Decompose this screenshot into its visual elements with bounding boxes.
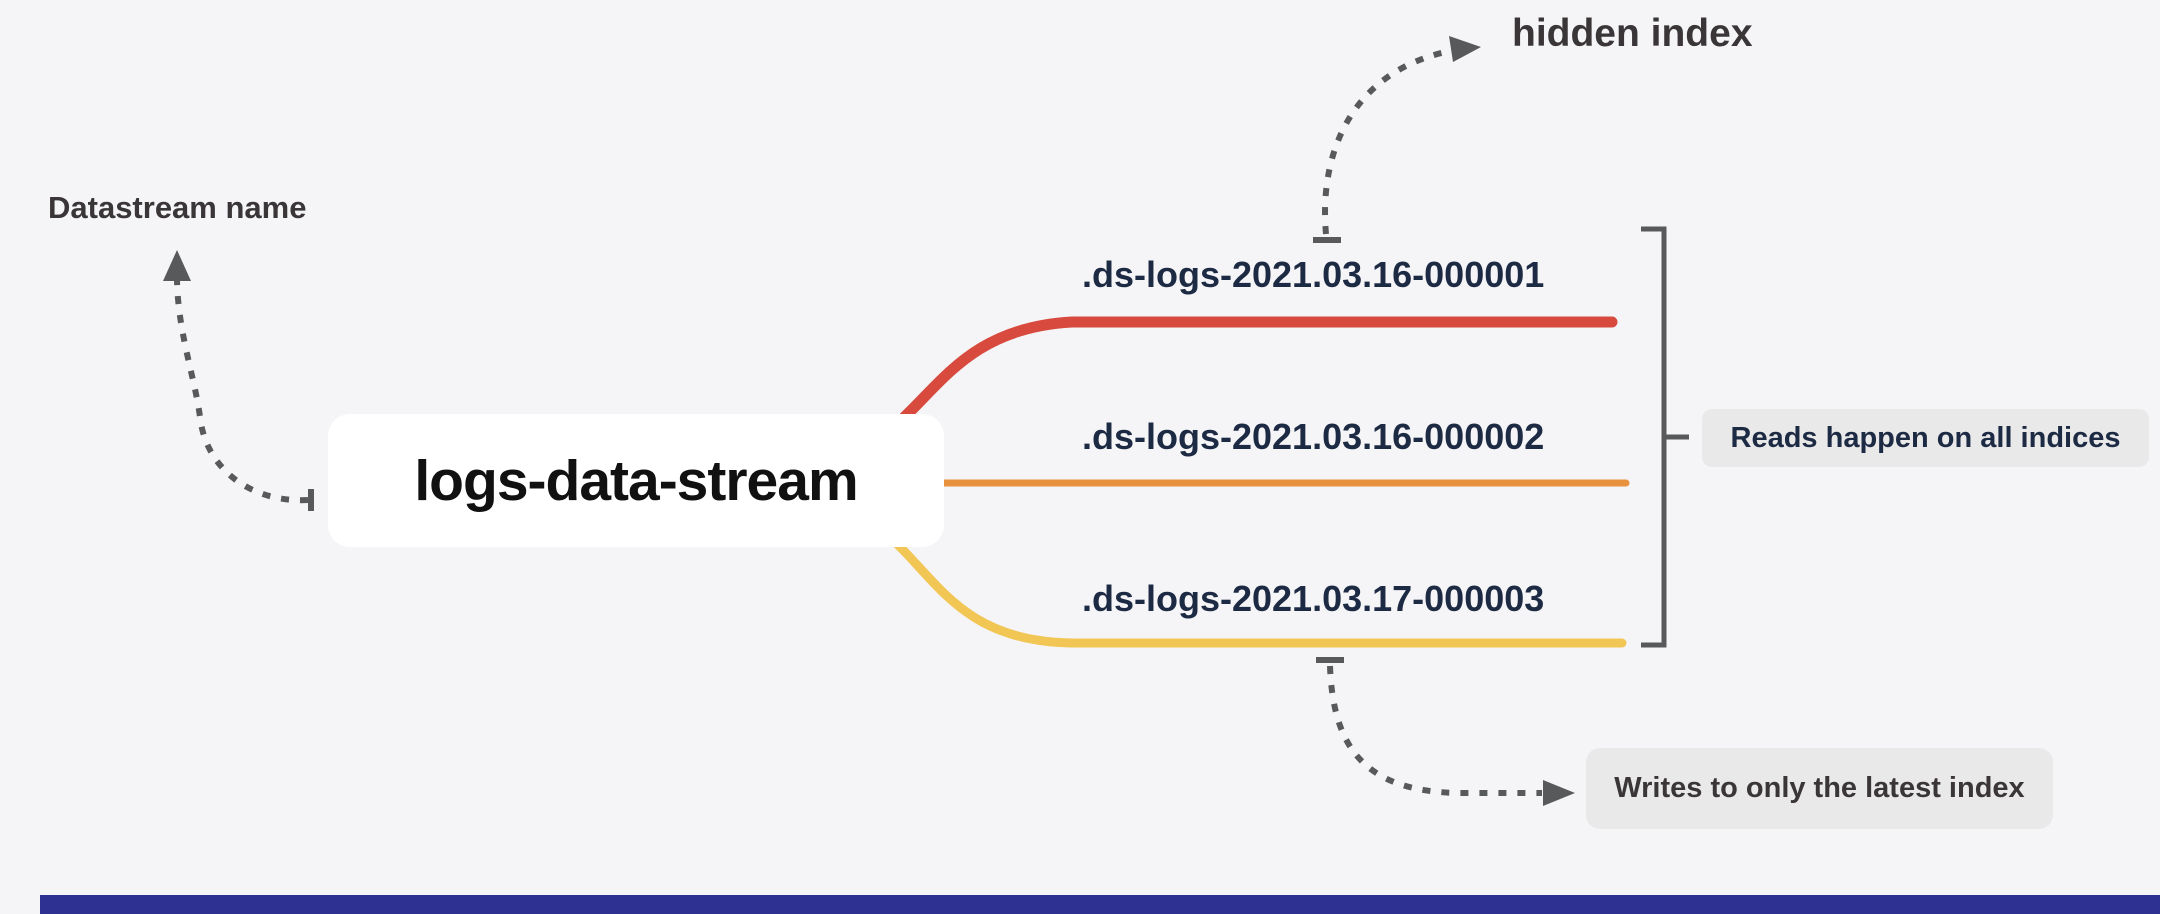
indices-bracket — [1641, 226, 1689, 648]
bottom-progress-bar — [40, 895, 2160, 914]
root-node-label: logs-data-stream — [414, 448, 858, 513]
datastream-name-arrow — [163, 250, 314, 511]
index-label-2: .ds-logs-2021.03.16-000002 — [1082, 416, 1545, 457]
index-label-3: .ds-logs-2021.03.17-000003 — [1082, 578, 1545, 619]
reads-note-label: Reads happen on all indices — [1730, 421, 2121, 454]
hidden-index-arrow — [1313, 36, 1481, 243]
datastream-name-label: Datastream name — [48, 190, 307, 225]
root-node: logs-data-stream — [328, 414, 944, 547]
writes-note-label: Writes to only the latest index — [1614, 772, 2025, 804]
writes-note-pill: Writes to only the latest index — [1586, 748, 2053, 829]
reads-note-pill: Reads happen on all indices — [1702, 409, 2149, 467]
index-label-1: .ds-logs-2021.03.16-000001 — [1082, 254, 1545, 295]
writes-note-arrow — [1316, 657, 1575, 806]
hidden-index-label: hidden index — [1512, 12, 1753, 55]
